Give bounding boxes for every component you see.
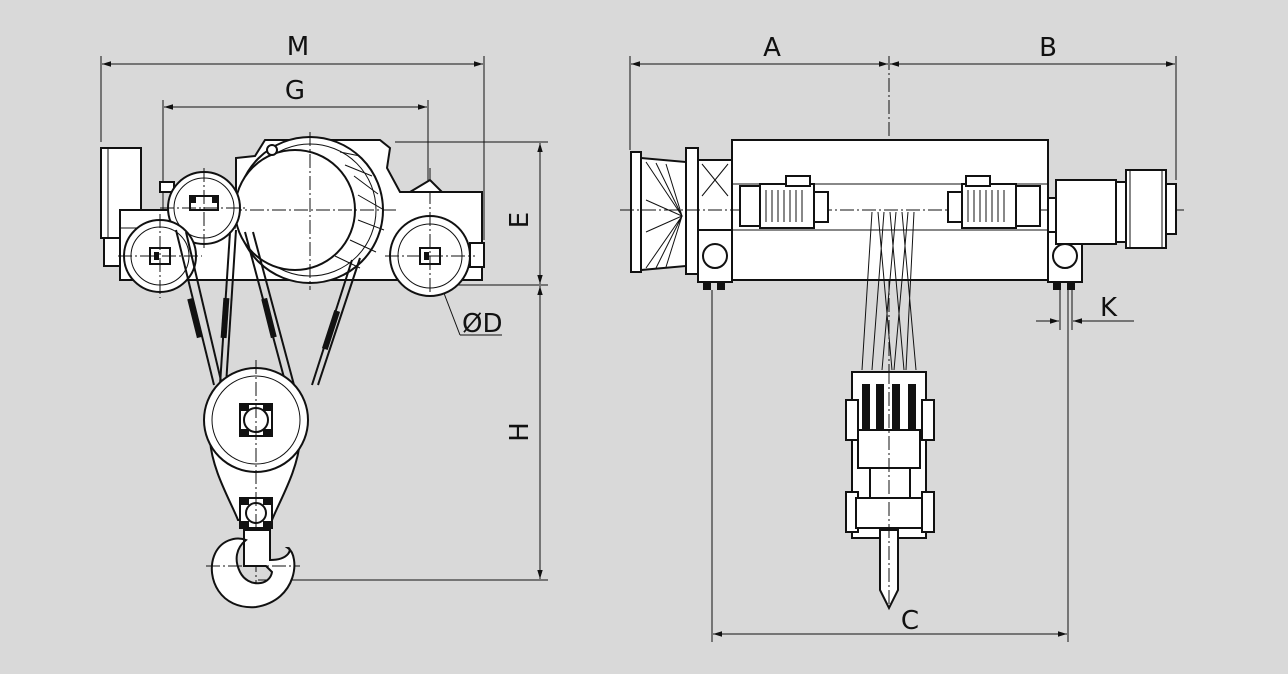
rope-drum <box>228 132 398 290</box>
hoist-motor-left <box>739 175 829 229</box>
label-h: H <box>505 422 535 442</box>
dimension-a: A <box>629 33 888 150</box>
lifting-hook <box>206 529 300 609</box>
front-view: A B C K <box>620 33 1185 642</box>
dimension-d: ØD <box>431 261 503 339</box>
label-d: ØD <box>462 309 503 339</box>
dimension-k: K <box>1036 290 1134 330</box>
travel-motor-left <box>630 147 733 275</box>
label-a: A <box>763 33 781 63</box>
dimension-c: C <box>711 290 1069 642</box>
hook-block-front <box>845 370 935 612</box>
label-b: B <box>1039 33 1057 63</box>
side-view: M G E H ØD <box>100 32 548 609</box>
dimension-b: B <box>890 33 1177 180</box>
label-g: G <box>285 76 305 106</box>
hoist-ropes <box>175 229 361 386</box>
gearbox-right <box>1047 169 1177 249</box>
dimension-h: H <box>258 286 548 581</box>
dimension-e: E <box>395 141 548 286</box>
label-k: K <box>1100 293 1118 323</box>
label-e: E <box>505 212 535 228</box>
hook-block <box>203 360 309 590</box>
label-c: C <box>901 606 919 636</box>
label-m: M <box>287 32 309 62</box>
dimension-m: M <box>100 32 485 240</box>
hoist-ropes-front <box>861 211 917 371</box>
hoist-motor-right <box>947 175 1041 229</box>
guide-pulley <box>160 168 248 248</box>
wheel-right <box>385 168 475 300</box>
